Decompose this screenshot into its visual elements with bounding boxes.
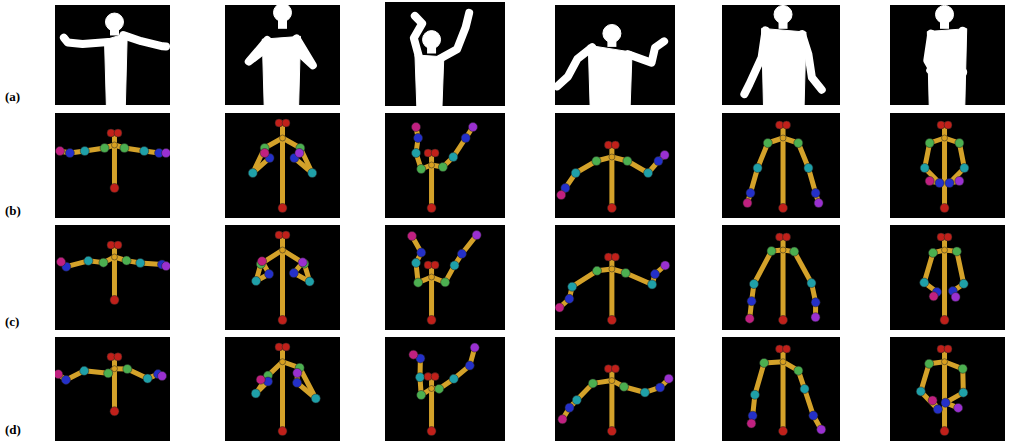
skeleton-image xyxy=(55,113,170,218)
skeleton-image xyxy=(890,225,1005,330)
skeleton-image xyxy=(385,225,505,330)
skeleton-image xyxy=(722,337,840,441)
silhouette-image xyxy=(555,5,675,105)
silhouette-image xyxy=(385,2,505,106)
skeleton-image xyxy=(890,337,1005,441)
silhouette-image xyxy=(890,5,1005,105)
row-label: (b) xyxy=(5,203,21,219)
skeleton-image xyxy=(722,225,840,330)
skeleton-image xyxy=(555,225,675,330)
skeleton-image xyxy=(225,225,340,330)
row-label: (d) xyxy=(5,422,21,438)
skeleton-image xyxy=(722,113,840,218)
skeleton-image xyxy=(55,225,170,330)
skeleton-image xyxy=(555,113,675,218)
skeleton-image xyxy=(225,337,340,441)
skeleton-image xyxy=(385,337,505,441)
silhouette-image xyxy=(55,5,170,105)
skeleton-image xyxy=(555,337,675,441)
skeleton-image xyxy=(890,113,1005,218)
skeleton-image xyxy=(225,113,340,218)
silhouette-image xyxy=(225,5,340,105)
silhouette-image xyxy=(722,5,840,105)
skeleton-image xyxy=(55,337,170,441)
row-label: (a) xyxy=(5,89,20,105)
skeleton-image xyxy=(385,113,505,218)
row-label: (c) xyxy=(5,314,19,330)
